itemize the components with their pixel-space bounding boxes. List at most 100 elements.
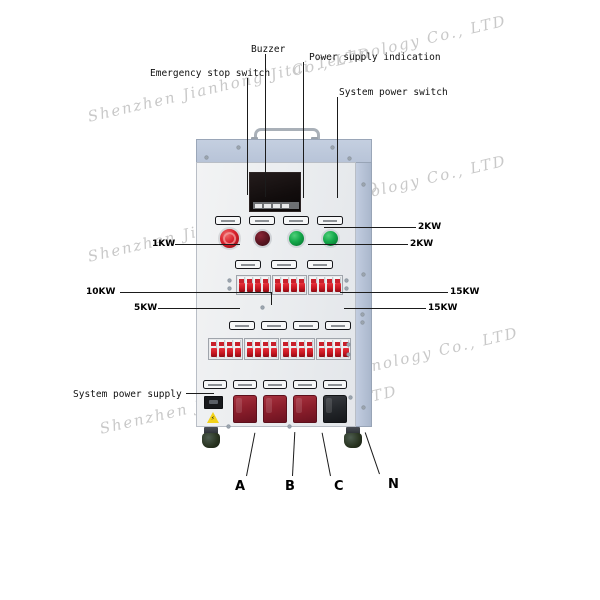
breaker-pole[interactable] <box>234 340 241 358</box>
breaker-pole[interactable] <box>238 277 245 293</box>
breaker-pole[interactable] <box>326 277 333 293</box>
breaker-group[interactable] <box>280 338 315 360</box>
screw <box>261 306 264 309</box>
screw <box>228 287 231 290</box>
rating-label-1kw: 1KW <box>152 239 176 249</box>
socket-neutral-n[interactable] <box>323 395 347 423</box>
system-power-supply-switch[interactable] <box>204 396 223 409</box>
breaker-pole[interactable] <box>218 340 225 358</box>
screw <box>227 425 230 428</box>
breaker-pole[interactable] <box>262 340 269 358</box>
nameplate-socket-n <box>323 380 347 389</box>
breaker-pole[interactable] <box>306 340 313 358</box>
buzzer-button[interactable] <box>253 229 272 248</box>
breaker-pole[interactable] <box>342 340 349 358</box>
breaker-pole[interactable] <box>290 277 297 293</box>
breaker-pole[interactable] <box>274 277 281 293</box>
nameplate-power-indication <box>283 216 309 225</box>
breaker-pole[interactable] <box>246 340 253 358</box>
rating-label-15kw-b: 15KW <box>428 303 458 313</box>
screw <box>362 406 365 409</box>
breaker-pole[interactable] <box>226 340 233 358</box>
breaker-pole[interactable] <box>254 340 261 358</box>
breaker-group[interactable] <box>272 275 307 295</box>
display-key[interactable] <box>273 203 280 208</box>
leader-line <box>344 308 426 310</box>
cabinet-front-panel: ⚡ <box>196 162 356 428</box>
breaker-pole[interactable] <box>310 277 317 293</box>
callout-power-supply-indication: Power supply indication <box>309 52 441 63</box>
callout-system-power-switch: System power switch <box>339 87 448 98</box>
breaker-pole[interactable] <box>282 340 289 358</box>
callout-system-power-supply: System power supply <box>73 389 182 400</box>
breaker-pole[interactable] <box>290 340 297 358</box>
leader-line <box>265 54 267 197</box>
display-keypad[interactable] <box>253 202 299 209</box>
leader-line <box>324 227 416 229</box>
screw <box>205 156 208 159</box>
leader-line <box>337 97 339 198</box>
breaker-pole[interactable] <box>318 340 325 358</box>
nameplate-system-power-switch <box>317 216 343 225</box>
screw <box>361 321 364 324</box>
rating-label-5kw: 5KW <box>134 303 158 313</box>
socket-phase-c[interactable] <box>293 395 317 423</box>
leader-line <box>271 292 273 305</box>
breaker-pole[interactable] <box>334 340 341 358</box>
leader-line <box>340 292 448 294</box>
system-power-switch-button[interactable] <box>321 229 340 248</box>
breaker-group[interactable] <box>236 275 271 295</box>
breaker-pole[interactable] <box>334 277 341 293</box>
breaker-pole[interactable] <box>298 277 305 293</box>
screw <box>345 287 348 290</box>
screw <box>362 273 365 276</box>
nameplate-socket-c <box>293 380 317 389</box>
power-supply-indicator-lamp[interactable] <box>287 229 306 248</box>
screw <box>349 396 352 399</box>
breaker-pole[interactable] <box>318 277 325 293</box>
breaker-pole[interactable] <box>210 340 217 358</box>
breaker-group[interactable] <box>316 338 351 360</box>
screw <box>331 146 334 149</box>
screw <box>228 279 231 282</box>
nameplate-emergency-stop <box>215 216 241 225</box>
breaker-pole[interactable] <box>282 277 289 293</box>
nameplate-breaker-2kw-b <box>307 260 333 269</box>
nameplate-breaker-10kw <box>261 321 287 330</box>
phase-label-a: A <box>235 479 246 494</box>
breaker-pole[interactable] <box>326 340 333 358</box>
screw <box>288 425 291 428</box>
phase-label-c: C <box>334 479 344 494</box>
display-key[interactable] <box>255 203 262 208</box>
leader-line <box>186 393 214 395</box>
breaker-pole[interactable] <box>298 340 305 358</box>
display-key[interactable] <box>264 203 271 208</box>
leader-line <box>175 244 240 246</box>
digital-display-module[interactable] <box>249 172 301 212</box>
breaker-pole[interactable] <box>262 277 269 293</box>
phase-label-n: N <box>388 477 399 492</box>
nameplate-breaker-5kw <box>229 321 255 330</box>
cabinet-top-panel <box>196 139 372 163</box>
breaker-group[interactable] <box>308 275 343 295</box>
breaker-group[interactable] <box>244 338 279 360</box>
phase-label-b: B <box>285 479 295 494</box>
breaker-pole[interactable] <box>254 277 261 293</box>
display-key[interactable] <box>282 203 289 208</box>
leader-line <box>120 292 272 294</box>
breaker-group[interactable] <box>208 338 243 360</box>
breaker-pole[interactable] <box>270 340 277 358</box>
socket-phase-a[interactable] <box>233 395 257 423</box>
leader-line <box>292 432 296 477</box>
screw <box>361 313 364 316</box>
screw <box>237 146 240 149</box>
leader-line <box>303 62 305 198</box>
callout-buzzer: Buzzer <box>251 44 286 55</box>
rating-label-15kw-a: 15KW <box>450 287 480 297</box>
emergency-stop-button[interactable] <box>218 227 241 250</box>
socket-phase-b[interactable] <box>263 395 287 423</box>
leader-line <box>308 244 408 246</box>
rating-label-2kw-b: 2KW <box>410 239 434 249</box>
breaker-pole[interactable] <box>246 277 253 293</box>
